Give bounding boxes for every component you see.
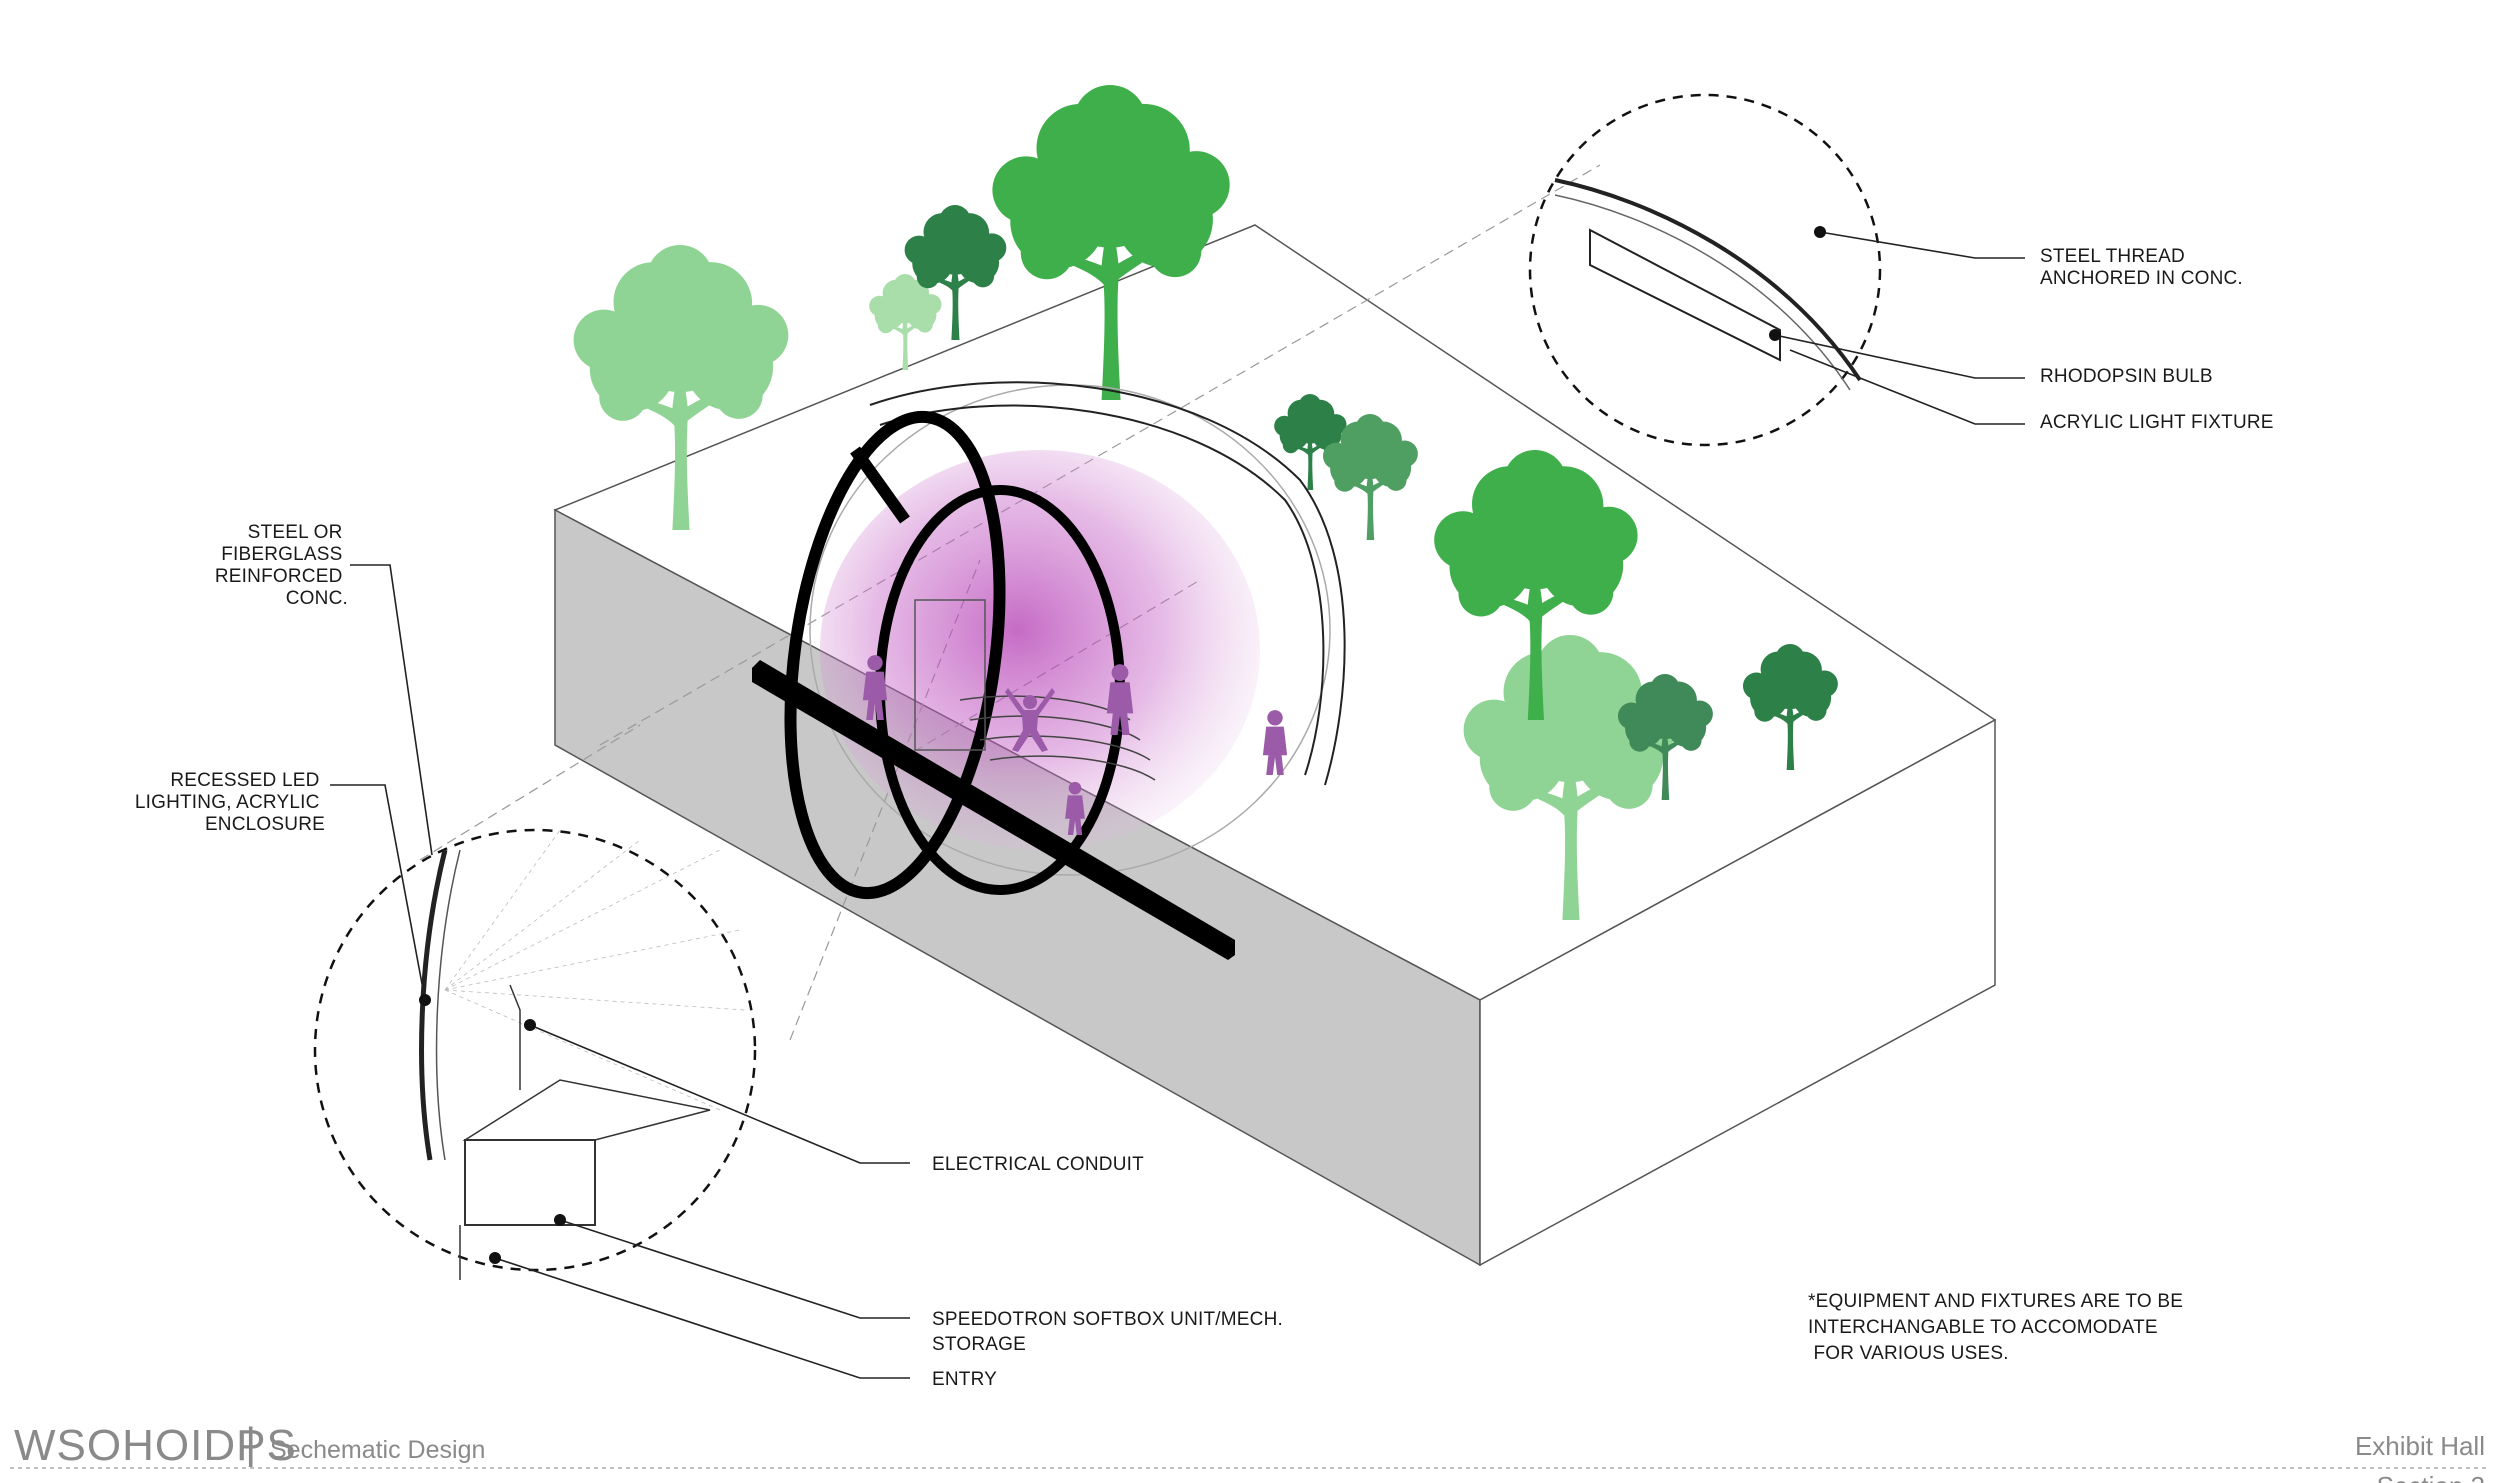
light-rays xyxy=(444,829,746,1111)
tree-light-small xyxy=(869,274,942,370)
label-acrylic-light-fixture: ACRYLIC LIGHT FIXTURE xyxy=(2040,412,2274,433)
labels: STEEL THREAD ANCHORED IN CONC. RHODOPSIN… xyxy=(135,246,2274,1390)
fixture-arc xyxy=(1554,178,1862,382)
detail-circle-left xyxy=(313,828,757,1280)
footer-subtitle: Sechematic Design xyxy=(270,1436,485,1464)
booth xyxy=(914,599,986,751)
outer-shell-inner xyxy=(879,404,1325,776)
arch-ring xyxy=(784,410,1006,900)
label-recessed-led: RECESSED LED LIGHTING, ACRYLIC ENCLOSURE xyxy=(135,770,325,835)
exhibit-sphere xyxy=(752,381,1346,960)
footer: WSOHOIDPS | Sechematic Design Exhibit Ha… xyxy=(10,1419,2490,1483)
equipment-note: *EQUIPMENT AND FIXTURES ARE TO BE INTERC… xyxy=(1808,1291,2183,1364)
conduit-detail xyxy=(509,984,521,1090)
ground-wall xyxy=(752,660,1235,960)
label-electrical-conduit: ELECTRICAL CONDUIT xyxy=(932,1154,1144,1175)
outer-shell xyxy=(869,381,1346,786)
label-entry: ENTRY xyxy=(932,1369,997,1390)
footer-section: Section 2 xyxy=(2377,1471,2485,1483)
leaders xyxy=(330,226,2025,1379)
label-speedotron: SPEEDOTRON SOFTBOX UNIT/MECH. STORAGE xyxy=(932,1309,1288,1355)
softbox-top xyxy=(462,1079,711,1141)
detail-circle-right xyxy=(1528,93,1882,447)
detail-circle-left-outline xyxy=(313,828,757,1272)
block-right-side xyxy=(1479,718,1996,1267)
label-steel-thread: STEEL THREAD ANCHORED IN CONC. xyxy=(2040,246,2243,289)
curved-wall-detail xyxy=(419,849,448,1161)
seating-steps xyxy=(959,695,1156,781)
footer-project: Exhibit Hall xyxy=(2355,1431,2485,1461)
label-rhodopsin-bulb: RHODOPSIN BULB xyxy=(2040,366,2213,387)
light-fixture-box xyxy=(1589,228,1781,362)
arch-strut xyxy=(850,446,910,524)
softbox-unit xyxy=(464,1139,596,1226)
curved-wall-detail-inner xyxy=(435,849,461,1161)
detail-circle-right-outline xyxy=(1528,93,1882,447)
label-reinforced-concrete: STEEL OR FIBERGLASS REINFORCED CONC. xyxy=(215,522,348,609)
footer-brand: WSOHOIDPS xyxy=(14,1421,297,1470)
fixture-arc-inner xyxy=(1554,194,1851,391)
footer-separator: | xyxy=(245,1419,257,1468)
